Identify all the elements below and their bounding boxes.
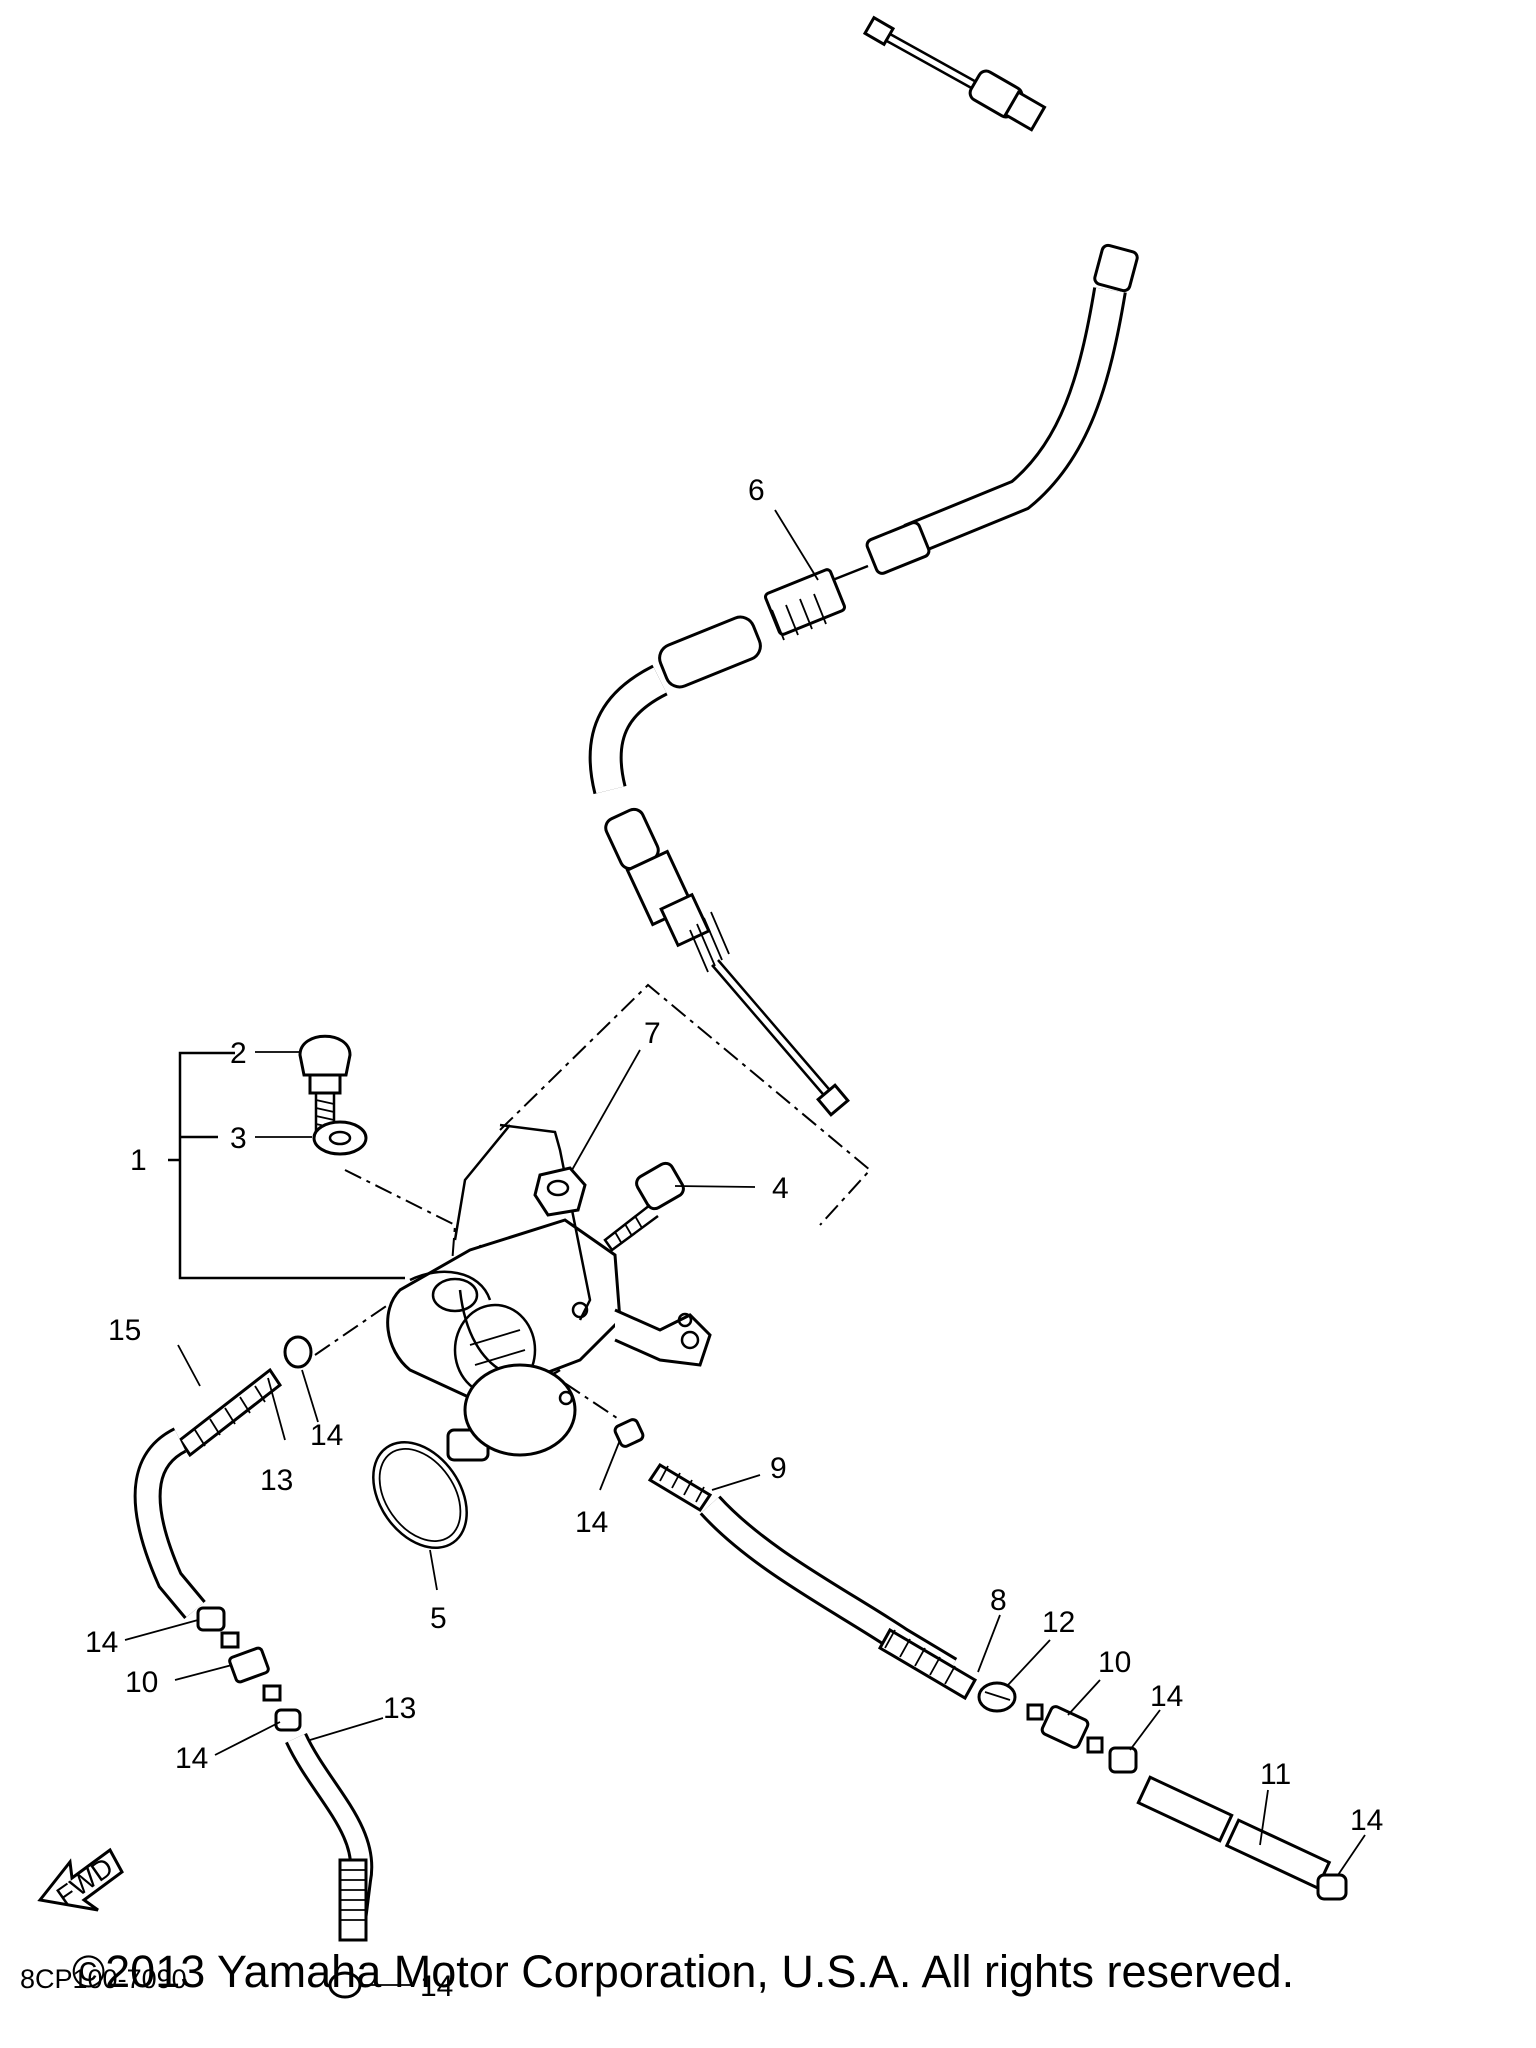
washer-part-3 [312,1120,368,1156]
leader-lines [124,509,1366,1986]
oil-pump-body [386,1123,712,1462]
callout-14-a: 14 [310,1419,343,1452]
callout-14-e: 14 [420,1970,453,2003]
delivery-hose-part-15 [133,1367,283,1619]
callout-15: 15 [108,1314,141,1347]
throttle-cable [588,15,1157,1117]
callout-13-b: 13 [383,1692,416,1725]
callout-10-b: 10 [1098,1646,1131,1679]
cap-part-14-e [328,1971,362,1999]
callout-3: 3 [230,1122,247,1155]
callout-14-f: 14 [1150,1680,1183,1713]
cap-part-14-b [613,1418,645,1448]
callout-14-c: 14 [85,1626,118,1659]
cap-part-14-c [196,1606,226,1632]
callout-9: 9 [770,1452,787,1485]
callout-10-a: 10 [125,1666,158,1699]
callout-2: 2 [230,1037,247,1070]
clip-part-12 [977,1681,1017,1713]
cap-part-14-f [1108,1746,1138,1774]
callout-4: 4 [772,1172,789,1205]
nut-part-7 [533,1166,587,1217]
bolt-part-2 [298,1034,352,1137]
callout-14-b: 14 [575,1506,608,1539]
cap-part-14-g [1316,1873,1348,1901]
callout-14-g: 14 [1350,1804,1383,1837]
callout-5: 5 [430,1602,447,1635]
bolt-part-4 [603,1161,685,1252]
callout-1: 1 [130,1144,147,1177]
callout-labels: 6 7 2 3 1 4 15 14 13 14 9 5 8 12 10 14 1… [85,474,1383,2003]
hose-end-part-8 [877,1627,978,1701]
copyright-notice: ©2013 Yamaha Motor Corporation, U.S.A. A… [72,1946,1295,1997]
callout-14-d: 14 [175,1742,208,1775]
hose-part-13-lower [285,1732,374,1942]
callout-11: 11 [1260,1758,1291,1791]
callout-6: 6 [748,474,765,507]
joint-part-10-a [220,1631,282,1702]
hose-part-9 [647,1462,958,1683]
o-ring-part-5 [372,1440,468,1550]
joint-part-10-b [1026,1703,1104,1754]
hose-part-11 [1136,1775,1332,1890]
cap-part-14-a [283,1335,313,1369]
callout-8: 8 [990,1584,1007,1617]
callout-12: 12 [1042,1606,1075,1639]
callout-13-a: 13 [260,1464,293,1497]
callout-7: 7 [644,1017,661,1050]
assembly-bracket [168,1051,405,1280]
fwd-arrow-icon: FWD [37,1847,124,1912]
diagram-code: 8CP100-7090 [20,1964,187,1994]
cap-part-14-d [274,1708,302,1732]
